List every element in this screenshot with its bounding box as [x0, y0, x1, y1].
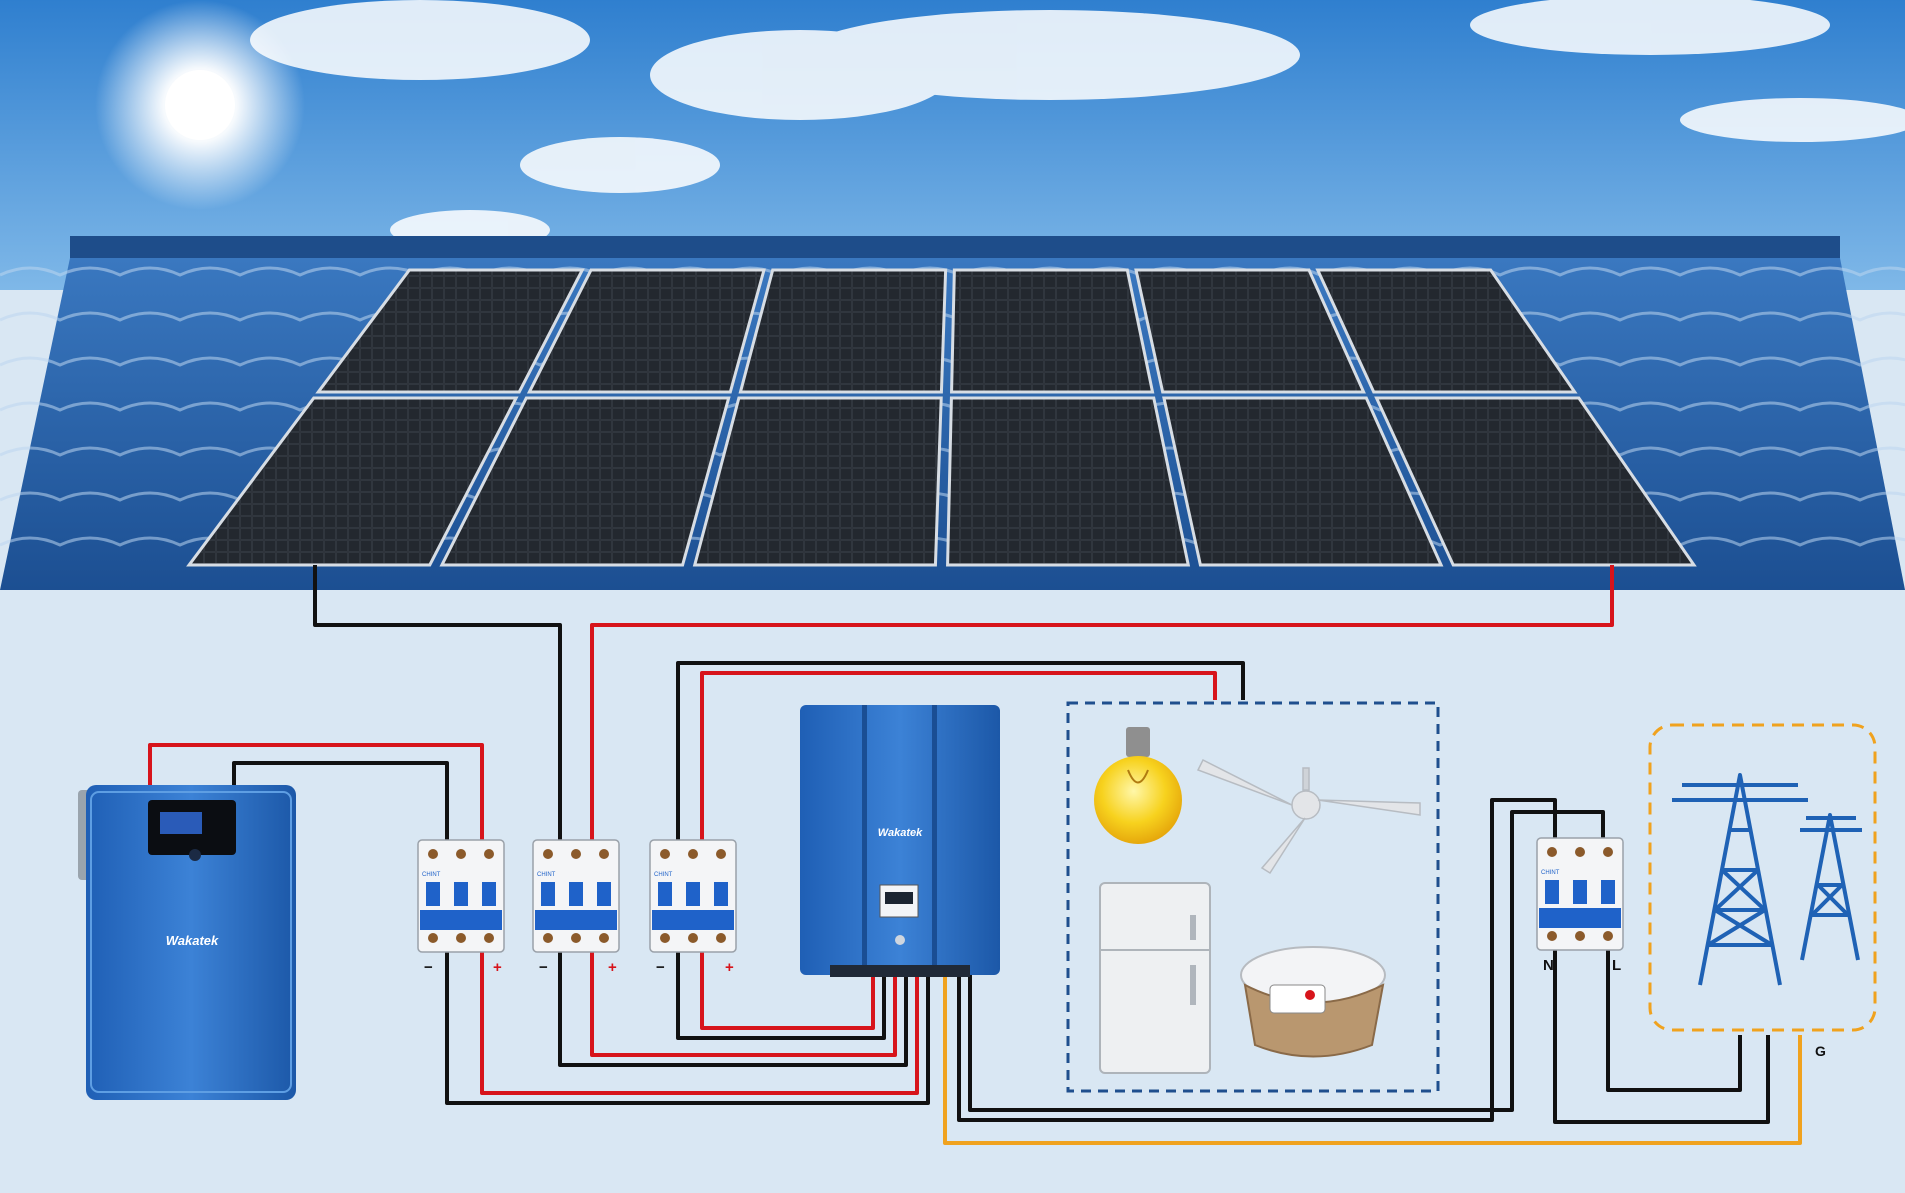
breaker-positive-label: + — [725, 959, 734, 976]
battery-breaker-neg-out — [445, 950, 930, 1105]
pv-negative-wire — [313, 565, 562, 860]
circuit-breaker: CHINT − + — [532, 839, 620, 976]
pv-breaker-neg-out — [558, 950, 908, 1067]
pv-positive-wire — [590, 565, 1614, 860]
solar-panel — [1374, 396, 1697, 567]
breaker-positive-label: L — [1612, 957, 1621, 974]
battery-breaker-pos-out — [480, 950, 919, 1095]
breaker-brand: CHINT — [1541, 870, 1560, 876]
solar-panel — [1162, 396, 1444, 567]
circuit-breaker: CHINT N L — [1536, 837, 1624, 974]
load-breaker-neg-out — [676, 950, 886, 1040]
solar-panel — [950, 268, 1155, 394]
clouds — [250, 0, 1905, 250]
grid-wire-n2 — [968, 810, 1605, 1112]
load-box — [1066, 701, 1440, 1093]
light-bulb-icon — [1094, 727, 1182, 844]
circuit-breaker: CHINT − + — [649, 839, 737, 976]
breaker-brand: CHINT — [537, 872, 556, 878]
solar-panel — [692, 396, 943, 567]
grid-wire-ground — [943, 975, 1802, 1145]
battery-red-wire — [148, 743, 484, 860]
solar-array — [186, 268, 1697, 567]
load-red-wire — [700, 671, 1217, 860]
power-tower-icon — [1672, 773, 1862, 986]
solar-panel — [1315, 268, 1578, 394]
breaker-brand: CHINT — [422, 872, 441, 878]
load-black-wire — [676, 661, 1245, 860]
inverter-brand: Wakatek — [878, 827, 923, 839]
grid-box — [1648, 723, 1877, 1032]
rice-cooker-icon — [1240, 946, 1386, 1058]
breaker-positive-label: + — [608, 959, 617, 976]
ground-label: G — [1815, 1043, 1826, 1059]
breaker-group: CHINT − + CHINT − + CHINT − + CHINT N L — [417, 837, 1624, 976]
solar-panel — [315, 268, 585, 394]
breaker-brand: CHINT — [654, 872, 673, 878]
solar-panel — [526, 268, 766, 394]
wiring — [148, 565, 1802, 1145]
grid-wire-l-out — [1606, 945, 1742, 1092]
breaker-negative-label: − — [539, 959, 548, 976]
solar-panel — [439, 396, 731, 567]
load-breaker-pos-out — [700, 950, 875, 1030]
solar-panel — [186, 396, 519, 567]
battery-unit: Wakatek — [78, 785, 296, 1100]
breaker-positive-label: + — [493, 959, 502, 976]
pv-breaker-pos-out — [590, 950, 897, 1057]
refrigerator-icon — [1099, 882, 1211, 1074]
grid-wire-n-out — [1553, 945, 1770, 1124]
battery-brand: Wakatek — [166, 933, 219, 948]
sun-icon — [95, 0, 305, 210]
hybrid-inverter: Wakatek — [800, 705, 1000, 977]
circuit-breaker: CHINT − + — [417, 839, 505, 976]
breaker-negative-label: N — [1543, 957, 1554, 974]
solar-panel — [946, 396, 1191, 567]
roof-ridge — [70, 236, 1840, 258]
breaker-negative-label: − — [656, 959, 665, 976]
grid-wire-n1 — [957, 798, 1557, 1122]
solar-panel — [738, 268, 948, 394]
battery-black-wire — [232, 761, 449, 860]
solar-panel — [1134, 268, 1366, 394]
ceiling-fan-icon — [1196, 758, 1421, 875]
breaker-negative-label: − — [424, 959, 433, 976]
